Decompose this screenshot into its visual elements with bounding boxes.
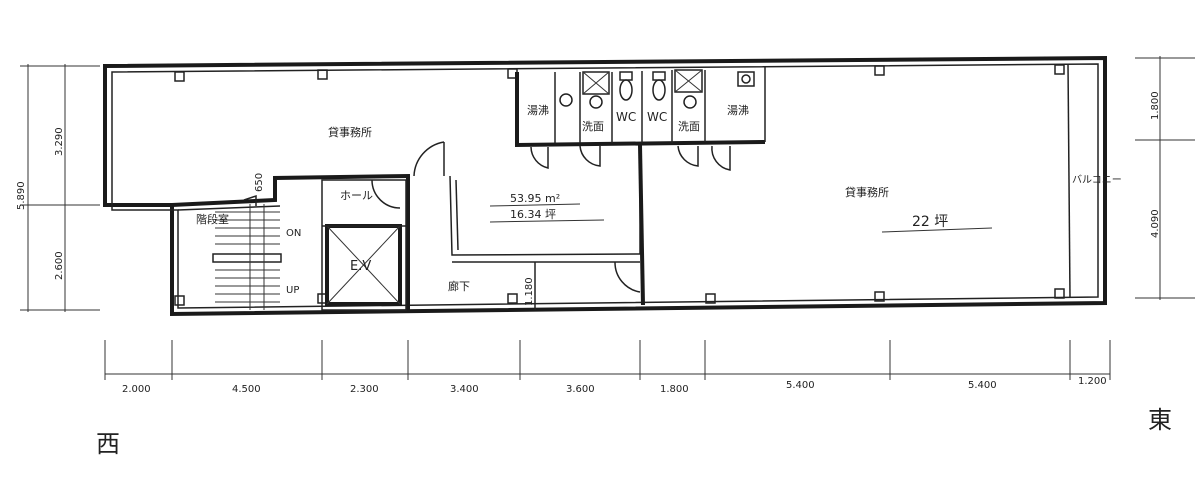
dim-bottom-4: 3.400 <box>450 384 479 395</box>
senmen-left-label: 洗面 <box>582 120 604 133</box>
office-east-label: 貸事務所 <box>845 185 889 199</box>
wc-right-label: WC <box>647 110 667 124</box>
area-m2: 53.95 m² <box>510 192 560 205</box>
senmen-right-label: 洗面 <box>678 120 700 133</box>
dim-bottom-3: 2.300 <box>350 384 379 395</box>
column-markers <box>174 64 1065 306</box>
exterior-walls <box>103 55 1107 317</box>
area-tsubo: 16.34 坪 <box>510 208 556 221</box>
stairs-label: 階段室 <box>196 212 229 226</box>
hall-label: ホール <box>340 189 373 202</box>
yuwakashi-left-label: 湯沸 <box>527 104 549 117</box>
dim-right-bottom: 4.090 <box>1150 209 1161 238</box>
area-annotations <box>489 203 993 233</box>
room-labels: 貸事務所 貸事務所 湯沸 湯沸 洗面 洗面 WC WC ホール E.V 階段室 … <box>196 104 1122 296</box>
office-west-label: 貸事務所 <box>328 125 372 139</box>
doors <box>371 141 731 293</box>
dim-bottom-7: 5.400 <box>786 380 815 391</box>
minor-dimensions: 650 1.180 <box>254 173 535 306</box>
compass: 西 東 <box>96 406 1172 458</box>
ev-label: E.V <box>350 259 371 274</box>
dim-left-total: 5.890 <box>16 181 27 210</box>
dim-bottom-6: 1.800 <box>660 384 689 395</box>
balcony-label: バルコニー <box>1072 174 1122 186</box>
dim-1180: 1.180 <box>524 277 535 306</box>
west-label: 西 <box>96 430 120 458</box>
left-dimensions: 5.890 3.290 2.600 <box>16 64 100 312</box>
stairwell <box>212 194 282 310</box>
corridor-label: 廊下 <box>448 279 470 293</box>
wet-core <box>515 66 766 148</box>
dim-650: 650 <box>254 173 265 192</box>
interior-walls <box>171 63 1071 312</box>
east-label: 東 <box>1148 406 1172 434</box>
wc-left-label: WC <box>616 110 636 124</box>
dim-bottom-1: 2.000 <box>122 384 151 395</box>
dim-bottom-2: 4.500 <box>232 384 261 395</box>
area-east-tsubo: 22 坪 <box>912 214 948 230</box>
dim-bottom-8: 5.400 <box>968 380 997 391</box>
on-label: ON <box>286 228 301 239</box>
bottom-dimensions: 2.000 4.500 2.300 3.400 3.600 1.800 5.40… <box>104 340 1111 395</box>
area-texts: 53.95 m² 16.34 坪 22 坪 <box>510 192 948 230</box>
yuwakashi-right-label: 湯沸 <box>727 104 749 117</box>
dim-left-top: 3.290 <box>54 127 65 156</box>
elevator-hall <box>321 179 407 311</box>
dim-bottom-5: 3.600 <box>566 384 595 395</box>
right-dimensions: 1.800 4.090 <box>1135 56 1195 300</box>
dim-right-top: 1.800 <box>1150 91 1161 120</box>
dim-left-bottom: 2.600 <box>54 251 65 280</box>
up-label: UP <box>286 285 299 296</box>
dim-bottom-9: 1.200 <box>1078 376 1107 387</box>
